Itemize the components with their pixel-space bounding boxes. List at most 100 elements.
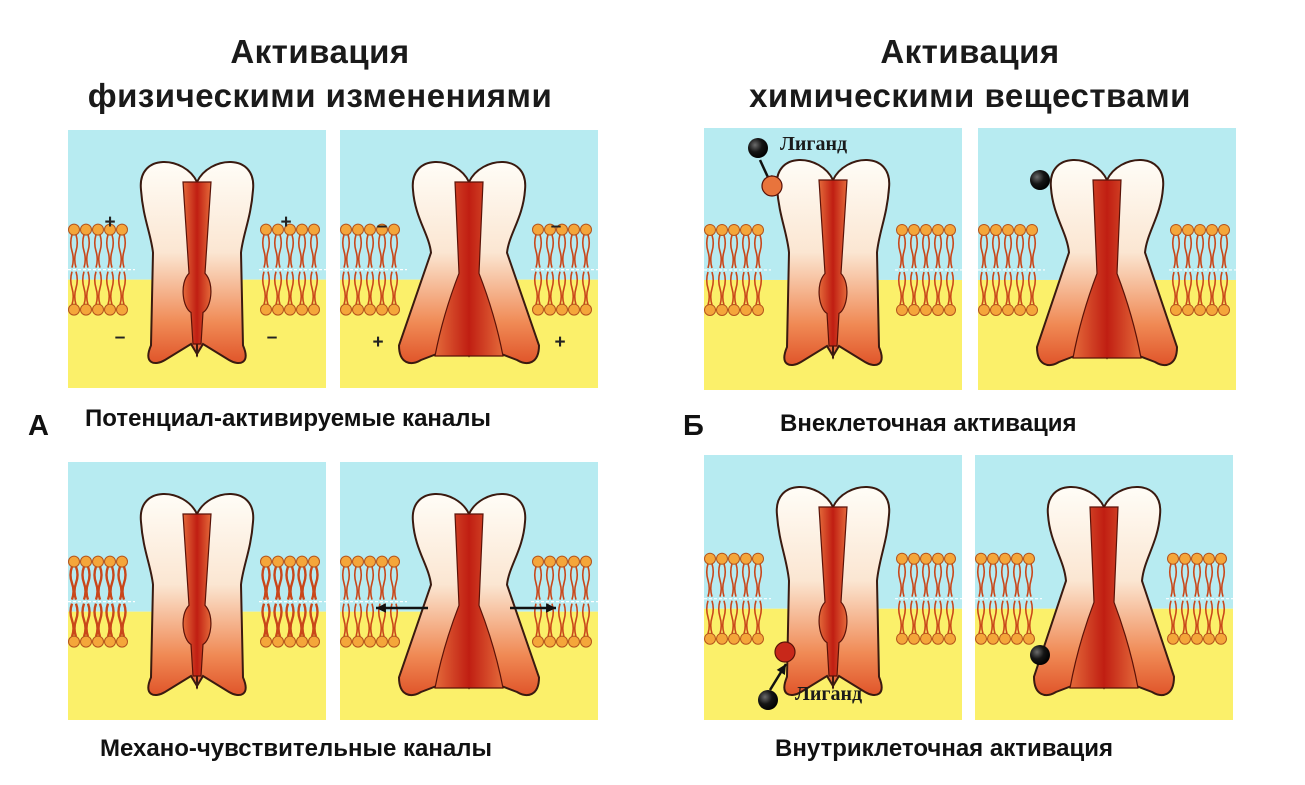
lipid-head (69, 224, 80, 235)
lipid-head (1171, 304, 1182, 315)
lipid-head (1192, 633, 1203, 644)
lipid-head (979, 224, 990, 235)
plus-charge: + (372, 332, 383, 353)
lipid-head (341, 636, 352, 647)
lipid-head (979, 304, 990, 315)
lipid-head (909, 224, 920, 235)
lipid-head (297, 636, 308, 647)
lipid-head (273, 636, 284, 647)
lipid-head (545, 556, 556, 567)
lipid-head (81, 636, 92, 647)
lipid-head (93, 556, 104, 567)
plus-charge: + (104, 212, 115, 233)
lipid-head (309, 636, 320, 647)
panel-mechano-open (340, 462, 598, 720)
lipid-head (933, 633, 944, 644)
lipid-head (921, 304, 932, 315)
lipid-head (93, 636, 104, 647)
lipid-head (105, 636, 116, 647)
lipid-head (1027, 304, 1038, 315)
lipid-head (1183, 224, 1194, 235)
lipid-head (729, 224, 740, 235)
lipid-head (933, 304, 944, 315)
lipid-head (557, 556, 568, 567)
lipid-head (273, 556, 284, 567)
lipid-head (705, 553, 716, 564)
lipid-head (297, 224, 308, 235)
lipid-head (1168, 553, 1179, 564)
panel-intracellular-open (975, 455, 1233, 720)
panel-extracellular-open (978, 128, 1236, 390)
lipid-head (976, 633, 987, 644)
lipid-head (309, 224, 320, 235)
lipid-head (533, 224, 544, 235)
lipid-head (297, 556, 308, 567)
lipid-head (988, 553, 999, 564)
lipid-head (1171, 224, 1182, 235)
lipid-head (353, 224, 364, 235)
lipid-head (921, 224, 932, 235)
lipid-head (533, 636, 544, 647)
lipid-head (729, 633, 740, 644)
lipid-head (1003, 224, 1014, 235)
lipid-head (1024, 633, 1035, 644)
lipid-head (93, 224, 104, 235)
lipid-head (897, 633, 908, 644)
panel-voltage-closed: ++–– (68, 130, 326, 388)
lipid-head (533, 556, 544, 567)
lipid-head (365, 304, 376, 315)
lipid-head (377, 556, 388, 567)
lipid-head (81, 224, 92, 235)
lipid-head (1192, 553, 1203, 564)
lipid-head (353, 304, 364, 315)
lipid-head (1024, 553, 1035, 564)
lipid-head (945, 633, 956, 644)
ligand-label: Лиганд (780, 133, 847, 155)
lipid-head (285, 636, 296, 647)
lipid-head (1180, 633, 1191, 644)
lipid-head (1207, 304, 1218, 315)
lipid-head (581, 556, 592, 567)
lipid-head (389, 636, 400, 647)
lipid-head (741, 633, 752, 644)
lipid-head (341, 304, 352, 315)
lipid-head (341, 556, 352, 567)
lipid-head (991, 304, 1002, 315)
lipid-head (105, 304, 116, 315)
lipid-head (753, 304, 764, 315)
lipid-head (909, 553, 920, 564)
lipid-head (729, 553, 740, 564)
lipid-head (117, 636, 128, 647)
lipid-head (117, 304, 128, 315)
lipid-head (753, 553, 764, 564)
panel-extracellular-closed: Лиганд (704, 128, 962, 390)
lipid-head (285, 556, 296, 567)
lipid-head (1183, 304, 1194, 315)
lipid-head (897, 224, 908, 235)
lipid-head (389, 556, 400, 567)
lipid-head (921, 553, 932, 564)
ligand-icon (1030, 645, 1050, 665)
lipid-head (717, 553, 728, 564)
lipid-head (81, 556, 92, 567)
lipid-head (309, 304, 320, 315)
lipid-head (105, 556, 116, 567)
lipid-head (1015, 224, 1026, 235)
minus-charge: – (377, 216, 388, 237)
lipid-head (261, 556, 272, 567)
lipid-head (389, 224, 400, 235)
lipid-head (569, 224, 580, 235)
lipid-head (533, 304, 544, 315)
minus-charge: – (115, 327, 126, 348)
lipid-head (365, 636, 376, 647)
lipid-head (365, 224, 376, 235)
lipid-head (569, 304, 580, 315)
lipid-head (717, 224, 728, 235)
lipid-head (545, 636, 556, 647)
lipid-head (581, 636, 592, 647)
plus-charge: + (280, 212, 291, 233)
lipid-head (69, 556, 80, 567)
lipid-head (117, 556, 128, 567)
lipid-head (909, 304, 920, 315)
lipid-head (69, 304, 80, 315)
